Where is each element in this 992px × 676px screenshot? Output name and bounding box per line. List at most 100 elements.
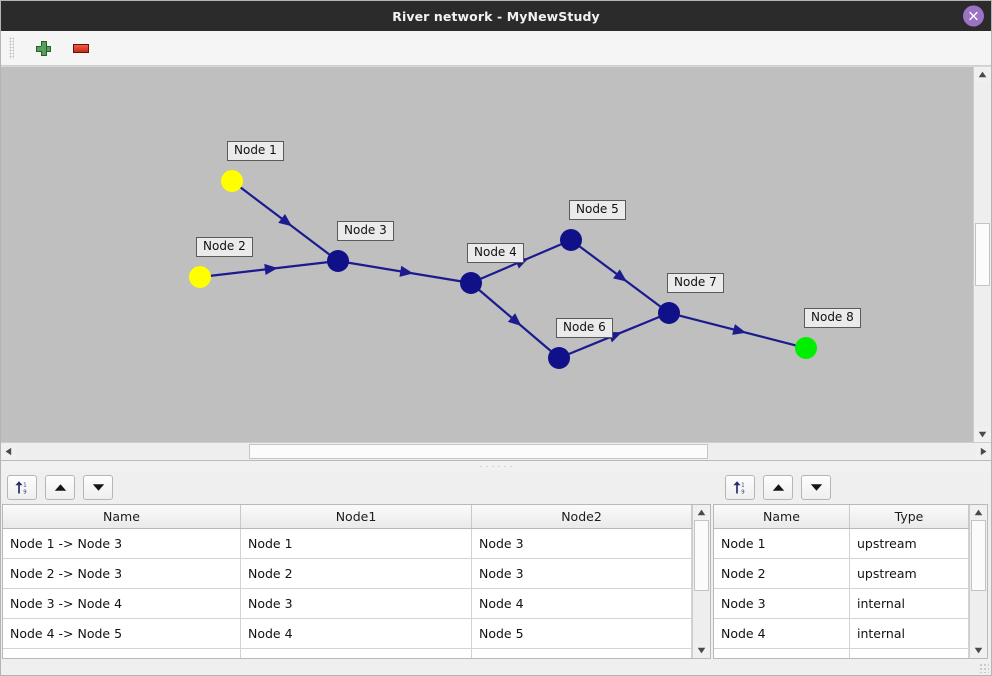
- graph-node-label[interactable]: Node 4: [467, 243, 524, 263]
- node-scroll-up-icon[interactable]: [970, 505, 987, 520]
- graph-horizontal-scrollbar[interactable]: [1, 442, 991, 460]
- table-row[interactable]: [714, 648, 969, 658]
- table-cell[interactable]: [240, 648, 472, 658]
- graph-node-label[interactable]: Node 1: [227, 141, 284, 161]
- column-header[interactable]: Name: [3, 505, 241, 529]
- branch-sort-button[interactable]: 1 9: [7, 475, 37, 500]
- branch-scroll-down-icon[interactable]: [693, 643, 710, 658]
- table-cell[interactable]: internal: [849, 588, 969, 619]
- table-cell[interactable]: Node 3: [240, 588, 472, 619]
- table-cell[interactable]: [471, 648, 692, 658]
- window-resize-grip[interactable]: [979, 663, 989, 673]
- graph-panel: Node 1 Node 2 Node 3 Node 4 Node 5 Node 6 Node…: [1, 66, 991, 460]
- graph-node[interactable]: [658, 302, 680, 324]
- remove-button[interactable]: [70, 37, 92, 59]
- plus-icon: [35, 40, 51, 56]
- node-table-scrollbar[interactable]: [969, 505, 987, 658]
- node-scroll-down-icon[interactable]: [970, 643, 987, 658]
- branch-move-down-button[interactable]: [83, 475, 113, 500]
- table-cell[interactable]: Node 1: [714, 528, 850, 559]
- branch-scroll-up-icon[interactable]: [693, 505, 710, 520]
- close-icon[interactable]: [963, 5, 984, 27]
- graph-node-label[interactable]: Node 3: [337, 221, 394, 241]
- toolbar-grip[interactable]: [9, 37, 14, 59]
- graph-hscroll-track[interactable]: [16, 443, 976, 460]
- add-button[interactable]: [32, 37, 54, 59]
- table-cell[interactable]: Node 3: [471, 558, 692, 589]
- graph-node-label[interactable]: Node 6: [556, 318, 613, 338]
- scroll-up-icon[interactable]: [974, 67, 991, 82]
- graph-node[interactable]: [221, 170, 243, 192]
- graph-node[interactable]: [460, 272, 482, 294]
- column-header[interactable]: Node1: [240, 505, 472, 529]
- node-sort-button[interactable]: 1 9: [725, 475, 755, 500]
- graph-vscroll-thumb[interactable]: [975, 223, 990, 286]
- svg-text:9: 9: [23, 489, 26, 495]
- table-cell[interactable]: Node 4: [240, 618, 472, 649]
- branch-table-scrollbar[interactable]: [692, 505, 710, 658]
- table-cell[interactable]: Node 1: [240, 528, 472, 559]
- graph-node[interactable]: [795, 337, 817, 359]
- network-graph-canvas[interactable]: Node 1 Node 2 Node 3 Node 4 Node 5 Node 6 Node…: [1, 67, 973, 442]
- table-cell[interactable]: [714, 648, 850, 658]
- scroll-left-icon[interactable]: [1, 443, 16, 460]
- table-cell[interactable]: [849, 648, 969, 658]
- column-header[interactable]: Node2: [471, 505, 692, 529]
- table-cell[interactable]: Node 4: [471, 588, 692, 619]
- graph-node-label[interactable]: Node 2: [196, 237, 253, 257]
- column-header[interactable]: Type: [849, 505, 969, 529]
- scroll-down-icon[interactable]: [974, 427, 991, 442]
- scroll-right-icon[interactable]: [976, 443, 991, 460]
- table-row[interactable]: [3, 648, 692, 658]
- graph-node-label[interactable]: Node 5: [569, 200, 626, 220]
- table-cell[interactable]: internal: [849, 618, 969, 649]
- node-move-down-button[interactable]: [801, 475, 831, 500]
- node-scroll-thumb[interactable]: [971, 520, 986, 592]
- table-cell[interactable]: Node 4: [714, 618, 850, 649]
- table-cell[interactable]: Node 3: [471, 528, 692, 559]
- node-move-up-button[interactable]: [763, 475, 793, 500]
- graph-node-label[interactable]: Node 7: [667, 273, 724, 293]
- table-cell[interactable]: Node 3: [714, 588, 850, 619]
- graph-hscroll-thumb[interactable]: [249, 444, 709, 459]
- graph-vertical-scrollbar[interactable]: [973, 67, 991, 442]
- table-cell[interactable]: Node 2: [714, 558, 850, 589]
- branch-scroll-thumb[interactable]: [694, 520, 709, 592]
- graph-node[interactable]: [327, 250, 349, 272]
- node-scroll-track[interactable]: [970, 520, 987, 643]
- branch-move-up-button[interactable]: [45, 475, 75, 500]
- table-cell[interactable]: Node 2 -> Node 3: [3, 558, 241, 589]
- table-cell[interactable]: upstream: [849, 528, 969, 559]
- graph-node[interactable]: [189, 266, 211, 288]
- table-cell[interactable]: Node 1 -> Node 3: [3, 528, 241, 559]
- graph-node-label[interactable]: Node 8: [804, 308, 861, 328]
- table-cell[interactable]: Node 3 -> Node 4: [3, 588, 241, 619]
- graph-node[interactable]: [560, 229, 582, 251]
- table-cell[interactable]: Node 4 -> Node 5: [3, 618, 241, 649]
- table-cell[interactable]: [3, 648, 241, 658]
- table-cell[interactable]: Node 2: [240, 558, 472, 589]
- table-cell[interactable]: upstream: [849, 558, 969, 589]
- table-cell[interactable]: Node 5: [471, 618, 692, 649]
- graph-vscroll-track[interactable]: [974, 82, 991, 427]
- branch-scroll-track[interactable]: [693, 520, 710, 643]
- graph-edge-arrow: [732, 324, 747, 335]
- panel-splitter[interactable]: [1, 460, 991, 471]
- title-bar: River network - MyNewStudy: [1, 1, 991, 31]
- column-header[interactable]: Name: [714, 505, 850, 529]
- splitter-grip-icon: [478, 464, 514, 468]
- graph-node[interactable]: [548, 347, 570, 369]
